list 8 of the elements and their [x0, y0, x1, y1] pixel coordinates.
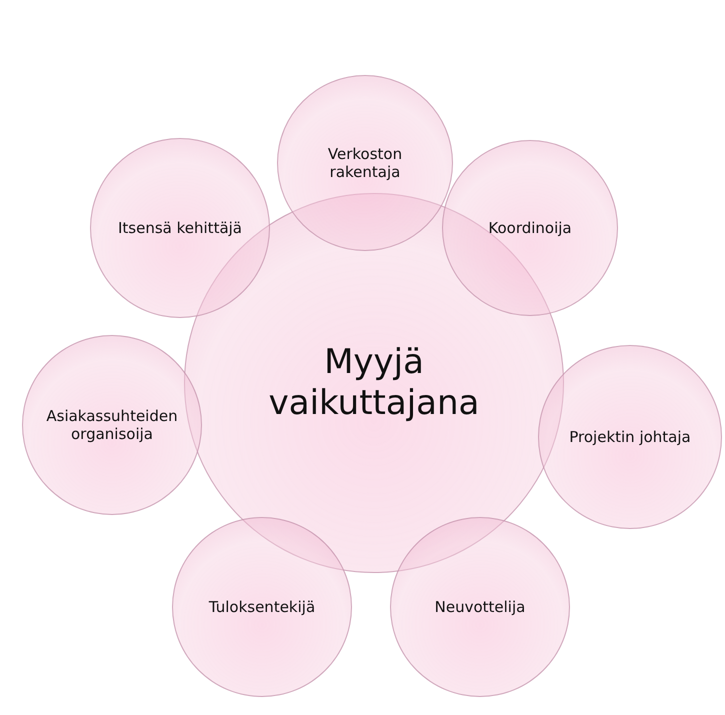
- node-label: Tuloksentekijä: [208, 598, 316, 616]
- node-label: Itsensä kehittäjä: [118, 219, 242, 237]
- node-label: Neuvottelija: [434, 598, 526, 616]
- node-label: Projektin johtaja: [569, 428, 691, 446]
- node-label: Verkoston rakentaja: [326, 145, 404, 181]
- node-label: Asiakassuhteiden organisoija: [45, 407, 179, 443]
- node-label: Koordinoija: [488, 219, 572, 237]
- node-label: Myyjä vaikuttajana: [268, 342, 480, 424]
